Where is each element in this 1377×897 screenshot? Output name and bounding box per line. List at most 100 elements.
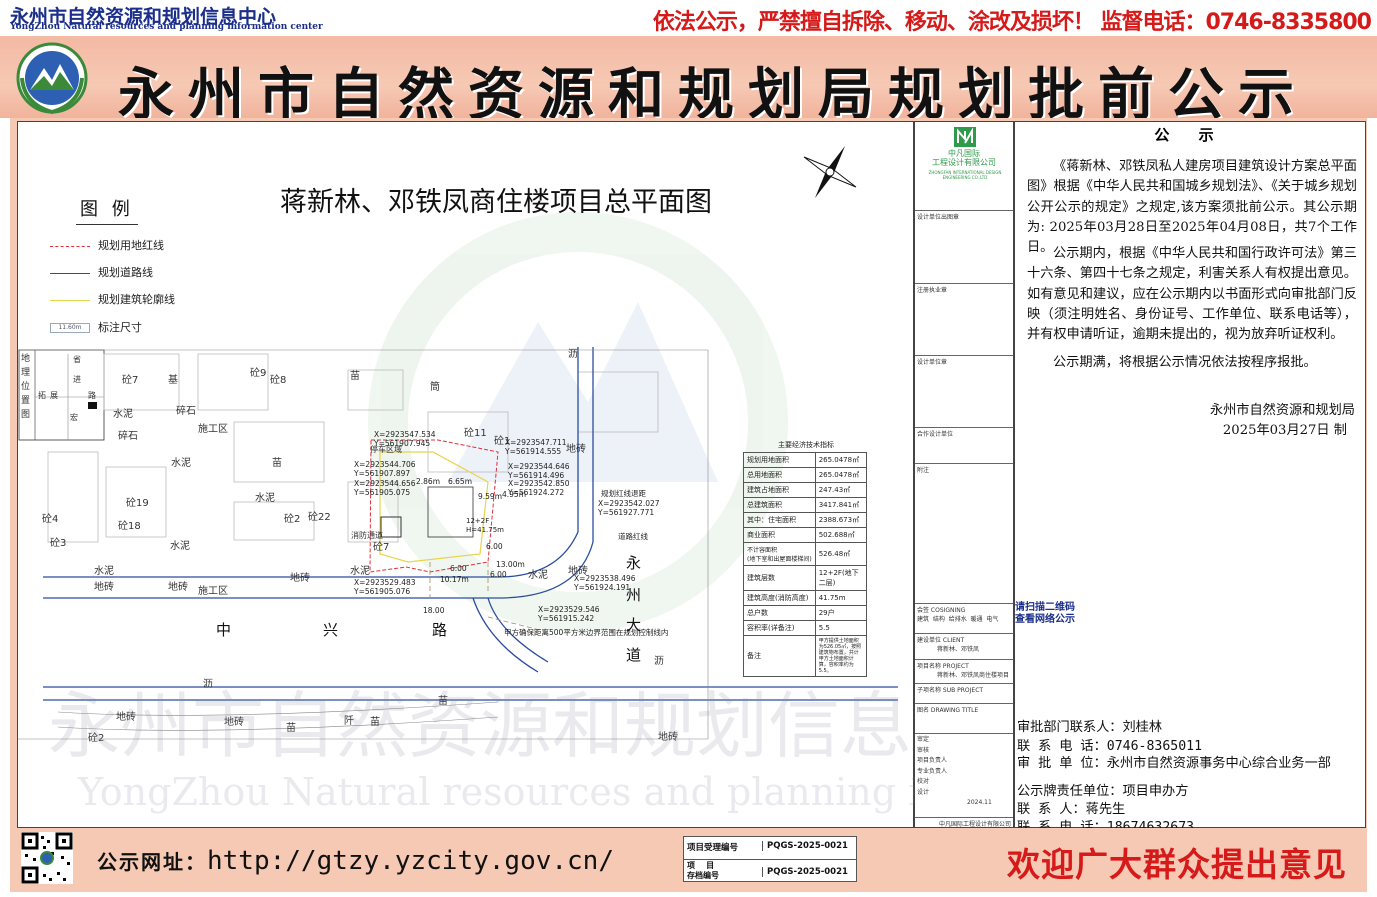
ref-value-2: PQGS-2025-0021 — [762, 867, 848, 877]
tb-section: 设计单位章 — [915, 355, 1013, 427]
org-name-cn: 永州市自然资源和规划信息中心 — [10, 6, 277, 28]
place-tag: 地砖 — [168, 582, 188, 593]
road-label-yongzhou: 州 — [626, 586, 642, 604]
coord-label: X=2923538.496 Y=561924.191 — [574, 574, 636, 592]
notice-paragraph-3: 公示期满，将根据公示情况依法按程序报批。 — [1053, 355, 1317, 370]
place-tag: 砼7 — [373, 542, 390, 553]
table-row: 备注甲方提供土地面积为526.05㎡，按照建筑物布置，共计甲方土地面积计算，容积… — [743, 635, 868, 677]
table-row: 不计容面积 (地下室和出屋面楼梯间)526.48㎡ — [743, 542, 868, 566]
place-tag: 砼7 — [122, 375, 139, 386]
tb-subproject: 子项名称 SUB PROJECT — [915, 683, 1013, 703]
contact-line: 公示牌责任单位：项目申办方 — [1017, 784, 1189, 799]
place-tag: 砼22 — [308, 512, 331, 523]
road-label-zhongxing: 中 — [216, 621, 232, 639]
loc-tag: 宏 — [70, 413, 78, 422]
site-plan-drawing: 蒋新林、邓铁凤商住楼项目总平面图 图 例 规划用地红线 规划道路线 规划建筑轮廓… — [17, 121, 1270, 828]
place-tag: 碎石 — [176, 406, 196, 417]
contact-line: 审 批 单 位：永州市自然资源事务中心综合业务一部 — [1017, 756, 1331, 771]
place-tag: 砼2 — [284, 514, 301, 525]
legend-road-line: 规划道路线 — [50, 264, 153, 280]
place-tag: 苗 — [272, 458, 282, 469]
place-tag: 基 — [168, 375, 178, 386]
place-tag: 地砖 — [290, 573, 310, 584]
road-label-yongzhou: 永 — [626, 554, 642, 572]
red-line-swatch-icon — [50, 245, 90, 247]
place-tag: 地砖 — [116, 712, 136, 723]
site-plan-graphics — [18, 146, 898, 740]
road-label-yongzhou: 道 — [626, 646, 642, 664]
website-link[interactable]: http://gtzy.yzcity.gov.cn/ — [207, 846, 614, 876]
reference-box: 项目受理编号 PQGS-2025-0021 项 目 存档编号 PQGS-2025… — [683, 836, 857, 882]
parking-label: 停车区域 — [370, 445, 402, 454]
place-tag: 砼8 — [270, 375, 287, 386]
place-tag: 沥 — [654, 656, 664, 667]
coord-label: X=2923529.483 Y=561905.076 — [354, 578, 416, 596]
place-tag: 水泥 — [350, 566, 370, 577]
place-tag: 水泥 — [170, 541, 190, 552]
place-tag: 苗 — [370, 717, 380, 728]
place-tag: 沥 — [568, 349, 578, 360]
coord-label: X=2923547.534 Y=561907.945 — [374, 430, 436, 448]
location-marker — [88, 402, 97, 409]
tb-project: 项目名称 PROJECT 蒋新林、邓铁凤商住楼项目 — [915, 659, 1013, 683]
org-name-en: YongZhou Natural resources and planning … — [10, 22, 323, 32]
place-tag: 水泥 — [528, 570, 548, 581]
dimension-label: 10.17m — [440, 575, 469, 584]
dimension-swatch-icon: 11.60m — [50, 323, 90, 333]
notice-paragraph-2: 公示期内，根据《中华人民共和国行政许可法》第三十六条、第四十七条之规定，利害关系… — [1027, 246, 1357, 343]
tb-section: 附注 — [915, 463, 1013, 603]
road-line-swatch-icon — [50, 272, 90, 274]
building-line-swatch-icon — [50, 299, 90, 301]
place-tag: 砼18 — [118, 521, 141, 532]
welcome-slogan: 欢迎广大群众提出意见 — [1007, 845, 1347, 884]
notice-heading: 公 示 — [1154, 126, 1226, 144]
place-tag: 筒 — [430, 382, 440, 393]
building-floors-label: 12+2F H=41.75m — [466, 517, 504, 534]
road-label-zhongxing: 兴 — [323, 621, 339, 639]
dimension-label: 6.00 — [490, 570, 507, 579]
place-tag: 砼9 — [250, 368, 267, 379]
place-tag: 苗 — [438, 696, 448, 707]
coord-label: X=2923529.546 Y=561915.242 — [538, 605, 600, 623]
tb-section: 注册执业章 — [915, 283, 1013, 355]
tb-section: 设计单位出图章 — [915, 210, 1013, 283]
qr-code-icon[interactable] — [21, 832, 73, 884]
coord-label: X=2923544.706 Y=561907.897 — [354, 460, 416, 478]
place-tag: 砼1 — [494, 436, 511, 447]
contact-line: 联 系 人：蒋先生 — [1017, 802, 1126, 817]
place-tag: 砼3 — [50, 538, 67, 549]
place-tag: 地砖 — [566, 444, 586, 455]
warning-text: 依法公示，严禁擅自拆除、移动、涂改及损坏！ 监督电话：0746-8335800 — [652, 10, 1372, 35]
place-tag: 地砖 — [224, 717, 244, 728]
legend-building-line: 规划建筑轮廓线 — [50, 291, 175, 307]
tb-section: 合作设计单位 — [915, 427, 1013, 463]
note-label: 甲方确保距离500平方米边界范围在规划控制线内 — [504, 628, 669, 637]
coord-label: X=2923547.711 Y=561914.555 — [505, 438, 567, 456]
place-tag: 地砖 — [658, 732, 678, 743]
place-tag: 地砖 — [94, 582, 114, 593]
fire-lane-label: 消防通道 — [351, 531, 383, 540]
company-name-en: ZHONGFAN INTERNATIONAL DESIGN ENGINEERIN… — [928, 170, 1002, 180]
tb-client: 建设单位 CLIENT 蒋新林、邓铁凤 — [915, 633, 1013, 659]
place-tag: 施工区 — [198, 586, 228, 597]
road-lines — [43, 347, 898, 701]
notice-panel: 公 示 《蒋新林、邓铁凤私人建房项目建筑设计方案总平面图》根据《中华人民共和国城… — [1014, 121, 1366, 835]
coord-label: X=2923542.027 Y=561927.771 — [598, 499, 660, 517]
tb-drawing-title: 图名 DRAWING TITLE — [915, 703, 1013, 733]
coord-label: X=2923542.850 Y=561924.272 — [508, 479, 570, 497]
north-arrow-icon — [803, 146, 857, 198]
ref-label-2: 项 目 存档编号 — [687, 861, 719, 880]
coord-label: X=2923544.656 Y=561905.075 — [354, 479, 416, 497]
contact-line: 联 系 电 话：0746-8365011 — [1017, 739, 1203, 754]
place-tag: 砼2 — [88, 733, 105, 744]
place-tag: 砼19 — [126, 498, 149, 509]
dimension-label: 18.00 — [423, 606, 445, 615]
loc-tag: 路 — [88, 391, 96, 400]
dimension-label: 6.00 — [450, 564, 467, 573]
place-tag: 阡 — [344, 716, 354, 727]
loc-tag: 拓 — [38, 391, 46, 400]
